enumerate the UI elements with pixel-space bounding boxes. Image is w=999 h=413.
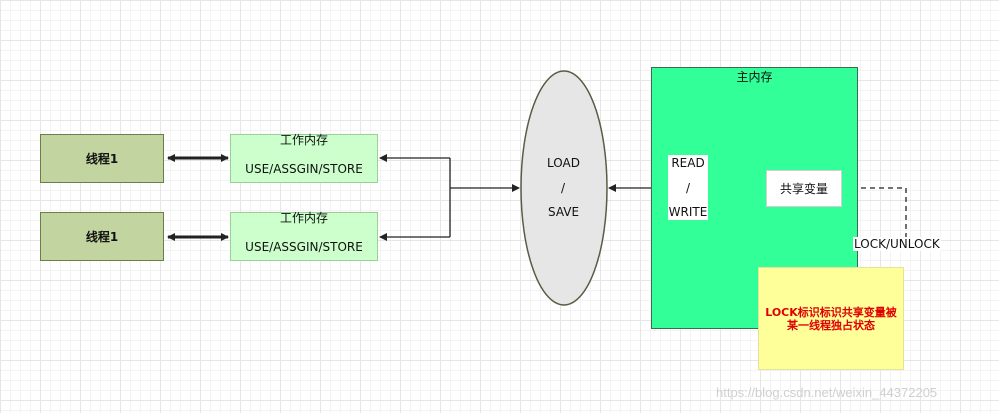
work-memory-1-ops: USE/ASSGIN/STORE xyxy=(245,162,363,176)
load-save-slash: / xyxy=(561,181,566,195)
load-label: LOAD xyxy=(547,156,580,170)
work-memory-2-box: 工作内存 USE/ASSGIN/STORE xyxy=(230,211,378,261)
thread-1-box: 线程1 xyxy=(40,134,164,183)
read-write-slash: / xyxy=(685,180,691,195)
read-write-label: READ / WRITE xyxy=(668,155,708,220)
shared-variable-label: 共享变量 xyxy=(779,182,828,196)
work-memory-2-ops: USE/ASSGIN/STORE xyxy=(245,240,363,254)
load-save-ellipse xyxy=(520,70,608,306)
work-memory-1-title: 工作内存 xyxy=(279,133,328,147)
thread-2-box: 线程1 xyxy=(40,212,164,261)
shared-variable-box: 共享变量 xyxy=(766,170,842,207)
lock-note: LOCK标识标识共享变量被某一线程独占状态 xyxy=(758,267,904,370)
lock-unlock-label: LOCK/UNLOCK xyxy=(853,237,941,251)
read-label: READ xyxy=(671,156,705,170)
lock-note-text: LOCK标识标识共享变量被某一线程独占状态 xyxy=(765,305,897,332)
save-label: SAVE xyxy=(548,205,580,219)
thread-2-label: 线程1 xyxy=(85,230,119,244)
write-label: WRITE xyxy=(668,205,708,219)
work-memory-2-title: 工作内存 xyxy=(279,211,328,225)
thread-1-label: 线程1 xyxy=(85,152,119,166)
work-memory-1-box: 工作内存 USE/ASSGIN/STORE xyxy=(230,133,378,183)
watermark-text: https://blog.csdn.net/weixin_44372205 xyxy=(716,385,938,400)
main-memory-title: 主内存 xyxy=(736,70,773,84)
